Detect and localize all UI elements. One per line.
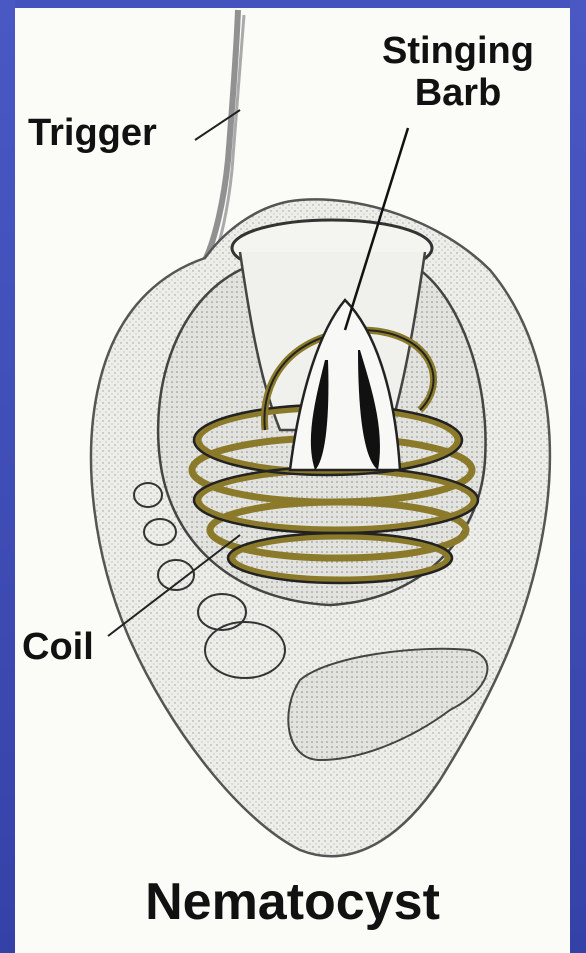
coil-label: Coil [22,626,94,669]
diagram-caption: Nematocyst [15,872,570,932]
stinging-barb-label-line1: Stinging [358,30,558,72]
stinging-barb-label: Stinging Barb [358,30,558,114]
trigger-filament [205,10,238,260]
stinging-barb-label-line2: Barb [358,72,558,114]
trigger-label: Trigger [28,112,157,155]
